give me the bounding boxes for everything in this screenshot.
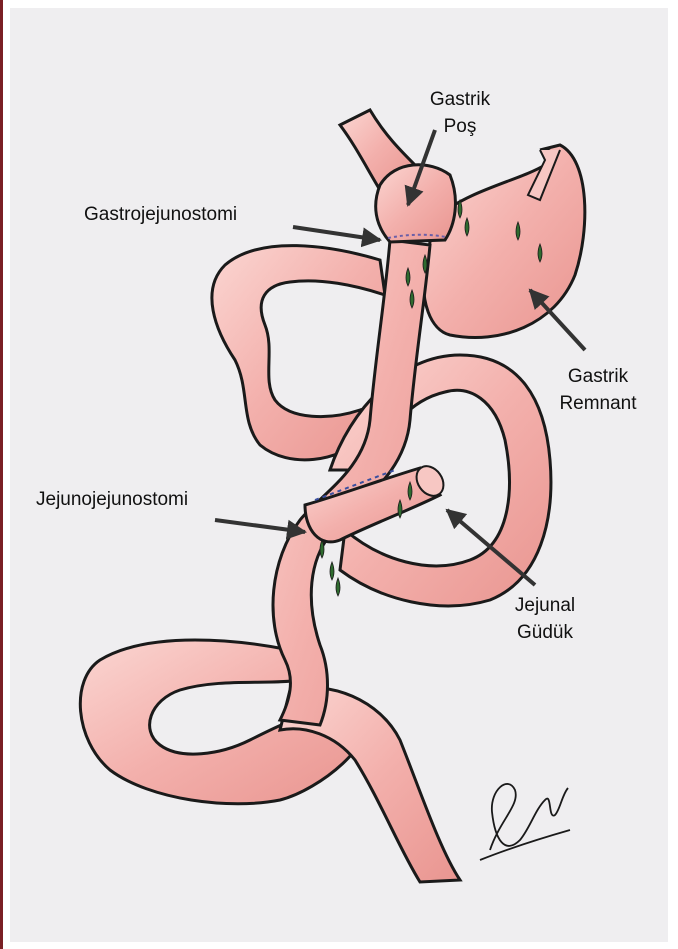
label-jejunal-guduk: Jejunal Güdük bbox=[500, 592, 590, 646]
gastric-pouch bbox=[376, 165, 456, 242]
label-gastrojejunostomi: Gastrojejunostomi bbox=[84, 201, 237, 228]
arrow-gastrojejunostomi bbox=[293, 227, 380, 240]
label-gastrik-pos: Gastrik Poş bbox=[420, 86, 500, 140]
label-jejunal-guduk-line1: Jejunal bbox=[500, 592, 590, 619]
label-gastrik-remnant-line1: Gastrik bbox=[548, 363, 648, 390]
label-gastrik-remnant-line2: Remnant bbox=[548, 390, 648, 417]
label-gastrik-pos-line1: Gastrik bbox=[420, 86, 500, 113]
label-jejunal-guduk-line2: Güdük bbox=[500, 619, 590, 646]
arrow-jejunojejunostomi bbox=[215, 520, 305, 532]
label-gastrik-pos-line2: Poş bbox=[420, 113, 500, 140]
label-jejunojejunostomi: Jejunojejunostomi bbox=[36, 486, 188, 513]
label-gastrik-remnant: Gastrik Remnant bbox=[548, 363, 648, 417]
signature-mark bbox=[480, 784, 570, 860]
